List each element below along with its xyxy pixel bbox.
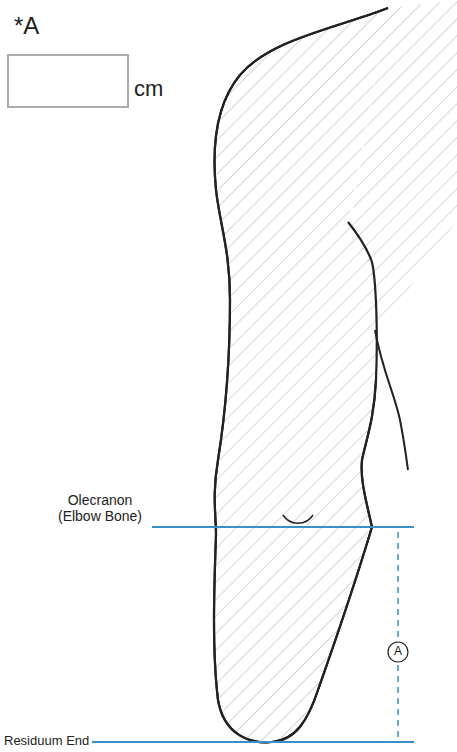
input-box [8,55,128,107]
landmark-label: Residuum End [4,734,89,749]
residuum-end-line [92,741,414,743]
limb-contour [214,8,388,742]
limb-outline [214,8,388,742]
dimension-line [397,665,399,740]
olecranon-line [152,526,414,528]
unit-label: cm [134,76,163,101]
callout-letter: A [394,645,402,659]
olecranon-mark [283,515,313,523]
dimension-line [397,532,399,639]
landmark-label: Olecranon (Elbow Bone) [50,492,150,524]
callout-circle [388,642,408,662]
torso-line [375,330,408,470]
field-label: *A [14,12,39,40]
